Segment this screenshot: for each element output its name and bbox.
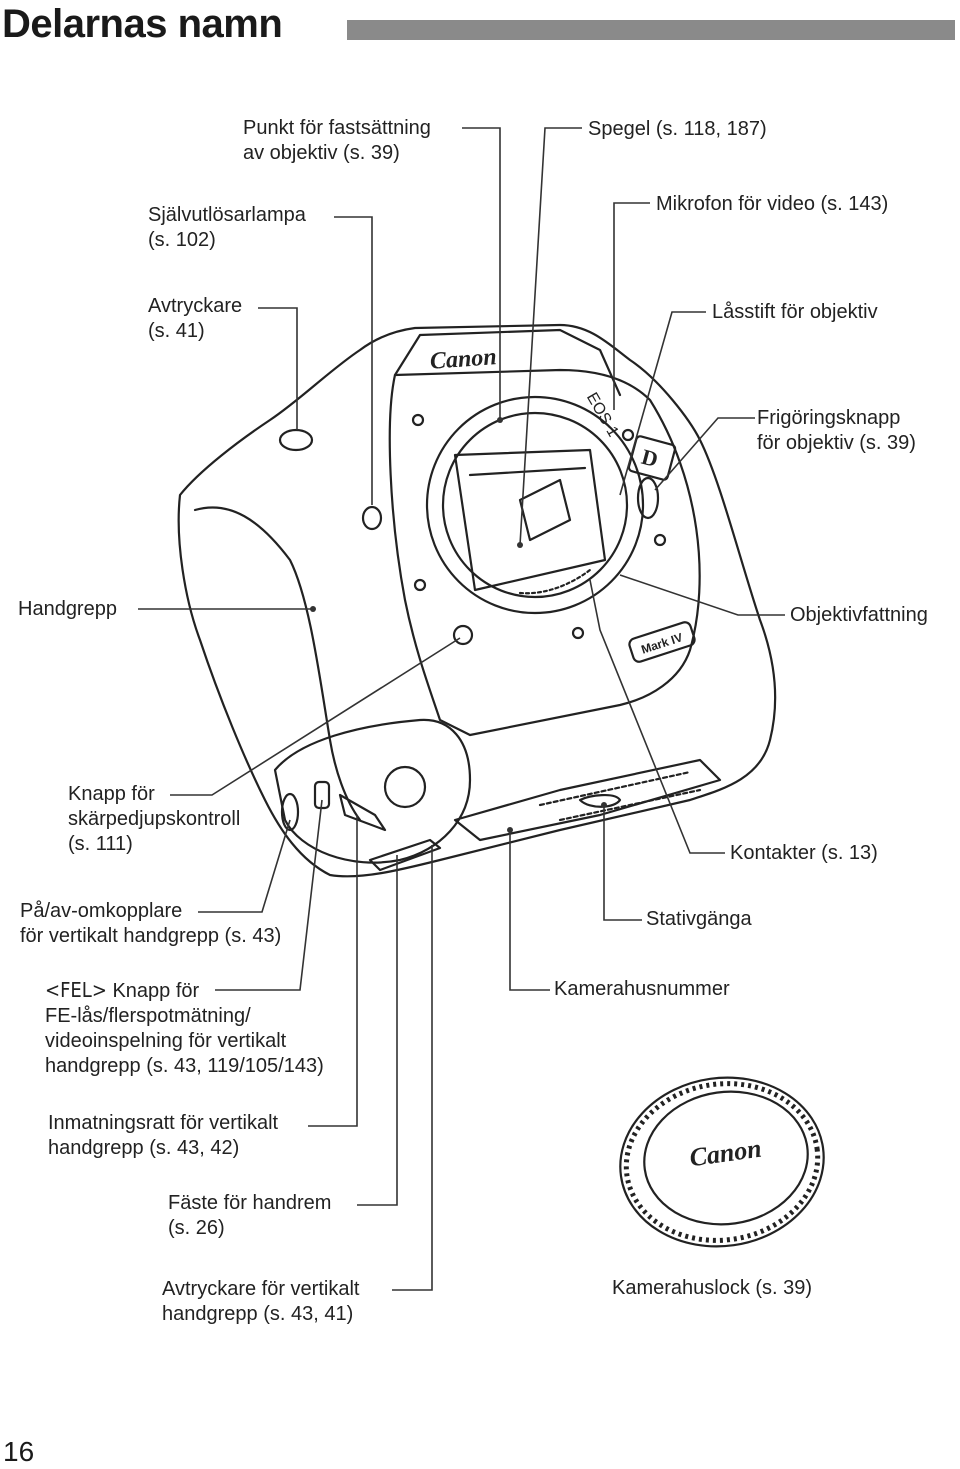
shutter-button-icon xyxy=(278,428,314,452)
grip-outline xyxy=(193,506,362,822)
tripod-socket-icon xyxy=(578,794,622,808)
d-badge-text: D xyxy=(639,444,661,472)
vertical-shutter-icon xyxy=(383,765,427,809)
bottom-plate xyxy=(453,758,722,842)
label-self-timer: Självutlösarlampa(s. 102) xyxy=(148,204,306,251)
leader-onoff xyxy=(198,819,291,913)
camera-body-outline xyxy=(177,323,777,878)
mirror-box xyxy=(453,448,607,592)
body-cap-logo: Canon xyxy=(688,1134,764,1173)
label-contacts: Kontakter (s. 13) xyxy=(730,842,878,864)
leader-microphone xyxy=(613,202,650,410)
label-grip: Handgrepp xyxy=(18,598,117,620)
strap-mount-icon xyxy=(368,838,442,872)
top-plate xyxy=(393,328,622,397)
leader-fel xyxy=(215,799,323,991)
body-cap-illustration xyxy=(619,1076,825,1248)
leader-mount-point xyxy=(462,127,501,420)
label-fel-button: <FEL> Knapp för FE-lås/flerspotmätning/ … xyxy=(45,978,324,1077)
vertical-grip xyxy=(273,718,472,864)
leader-shutter xyxy=(258,307,298,430)
label-microphone: Mikrofon för video (s. 143) xyxy=(656,193,889,215)
label-lens-mount: Objektivfattning xyxy=(790,604,928,626)
fel-symbol: <FEL> xyxy=(45,978,107,1002)
front-panel xyxy=(388,368,701,737)
title-rule xyxy=(347,20,955,40)
label-serial: Kamerahusnummer xyxy=(554,978,730,1000)
page-title: Delarnas namn xyxy=(2,2,283,46)
leader-serial xyxy=(509,830,550,991)
release-button-icon xyxy=(636,476,660,520)
leader-lock-pin xyxy=(619,311,706,496)
page-number: 16 xyxy=(3,1436,35,1467)
leader-contacts xyxy=(589,579,725,854)
camera-logo: Canon xyxy=(429,344,497,375)
leader-self-timer xyxy=(334,216,373,505)
leader-dof xyxy=(170,637,461,796)
leader-tripod xyxy=(603,805,642,921)
label-shutter: Avtryckare(s. 41) xyxy=(148,295,243,342)
label-body-cap: Kamerahuslock (s. 39) xyxy=(612,1277,813,1299)
contacts-strip xyxy=(518,568,592,595)
leader-release xyxy=(654,417,755,491)
leader-mirror xyxy=(519,127,582,546)
leader-lens-mount xyxy=(619,574,785,616)
onoff-switch-icon xyxy=(280,792,300,832)
self-timer-lamp-icon xyxy=(361,505,383,531)
label-tripod: Stativgänga xyxy=(646,908,752,930)
label-strap: Fäste för handrem(s. 26) xyxy=(168,1192,332,1239)
label-lock-pin: Låsstift för objektiv xyxy=(712,301,878,323)
mark-iv-badge xyxy=(628,621,696,663)
dial-icon xyxy=(338,793,387,832)
fel-button-icon xyxy=(313,780,331,810)
label-mirror: Spegel (s. 118, 187) xyxy=(588,118,767,140)
lens-mount-ring xyxy=(425,395,645,615)
eos-text: EOS-1 xyxy=(583,390,622,440)
leader-strap xyxy=(357,855,398,1206)
leader-dial xyxy=(308,815,358,1127)
dof-button-icon xyxy=(452,624,474,646)
leader-vshutter xyxy=(392,845,433,1291)
